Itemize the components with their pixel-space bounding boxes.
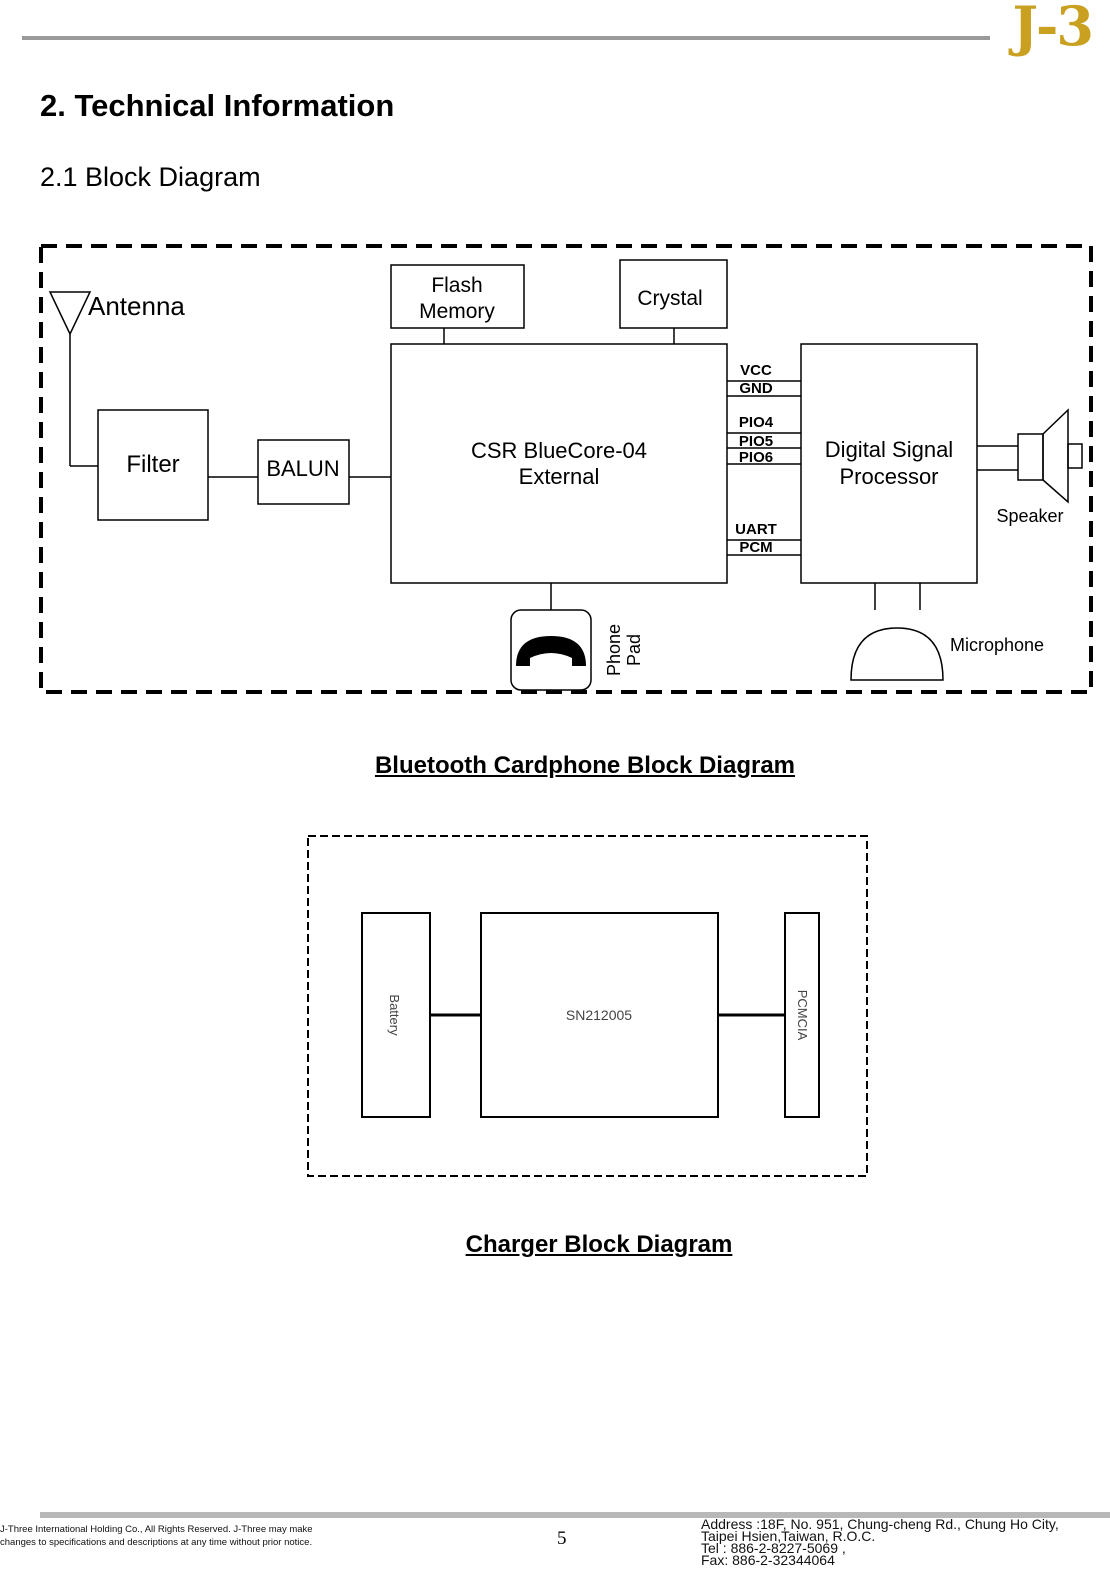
signal-label: PIO6 xyxy=(739,449,773,466)
signal-label: GND xyxy=(739,380,773,397)
pcmcia-block xyxy=(784,912,820,1118)
signal-label: PIO4 xyxy=(739,414,774,431)
flash-memory-block xyxy=(390,264,525,329)
charger-boundary-dashed-box xyxy=(307,835,868,1177)
antenna-label: Antenna xyxy=(88,291,185,321)
phone-label-line1: Phone xyxy=(604,624,624,676)
company-logo: J-3 xyxy=(1012,0,1094,58)
crystal-label: Crystal xyxy=(637,287,702,310)
filter-label: Filter xyxy=(126,451,179,478)
footer-city: Taipei Hsien,Taiwan, R.O.C. xyxy=(701,1528,876,1544)
signal-label: VCC xyxy=(740,362,772,379)
phone-label-line2: Pad xyxy=(624,634,644,666)
balun-label: BALUN xyxy=(266,456,339,481)
csr-label-line1: CSR BlueCore-04 xyxy=(471,438,647,463)
microphone-label: Microphone xyxy=(950,635,1044,655)
footer-rule xyxy=(40,1512,1110,1518)
footer-fax: Fax: 886-2-32344064 xyxy=(701,1552,835,1568)
balun-block xyxy=(257,439,350,505)
filter-block xyxy=(97,409,209,521)
charger-diagram-caption: Charger Block Diagram xyxy=(465,1231,733,1258)
bluetooth-diagram-caption: Bluetooth Cardphone Block Diagram xyxy=(374,752,796,779)
dsp-label-line1: Digital Signal xyxy=(825,437,953,462)
battery-label: Battery xyxy=(387,994,402,1036)
signal-label: PIO5 xyxy=(739,433,773,450)
antenna-icon xyxy=(48,291,98,467)
boundary-dashed-box xyxy=(39,244,1093,694)
section-title: 2. Technical Information xyxy=(40,88,395,123)
charger-block-diagram: Battery SN212005 PCMCIA xyxy=(307,835,868,1177)
pcmcia-label: PCMCIA xyxy=(795,990,810,1041)
dsp-block xyxy=(800,343,978,584)
dsp-label-line2: Processor xyxy=(839,464,938,489)
signal-bus-lines xyxy=(727,380,801,556)
header-rule xyxy=(22,36,990,40)
signal-label: PCM xyxy=(739,539,772,556)
footer-tel: Tel : 886-2-8227-5069 , xyxy=(701,1540,846,1556)
signal-labels: VCC GND PIO4 PIO5 PIO6 UART PCM xyxy=(735,362,777,556)
flash-label-line1: Flash xyxy=(431,274,482,297)
microphone-icon xyxy=(850,583,944,681)
speaker-label: Speaker xyxy=(996,506,1063,526)
bluetooth-block-diagram: Antenna Filter BALUN Flash Memory Crysta… xyxy=(39,244,1093,694)
footer-copyright: J-Three International Holding Co., All R… xyxy=(0,1523,313,1549)
phone-icon xyxy=(510,609,592,691)
footer-contact: Address :18F, No. 951, Chung-cheng Rd., … xyxy=(701,1516,1059,1568)
subsection-title: 2.1 Block Diagram xyxy=(40,162,261,192)
footer-copyright-line1: J-Three International Holding Co., All R… xyxy=(0,1524,313,1535)
sn212005-label: SN212005 xyxy=(566,1007,632,1023)
page-number: 5 xyxy=(557,1528,567,1549)
footer-address: Address :18F, No. 951, Chung-cheng Rd., … xyxy=(701,1516,1059,1532)
speaker-icon xyxy=(977,408,1083,504)
signal-label: UART xyxy=(735,521,777,538)
csr-label-line2: External xyxy=(519,464,600,489)
flash-label-line2: Memory xyxy=(419,300,495,323)
footer-copyright-line2: changes to specifications and descriptio… xyxy=(0,1537,313,1548)
